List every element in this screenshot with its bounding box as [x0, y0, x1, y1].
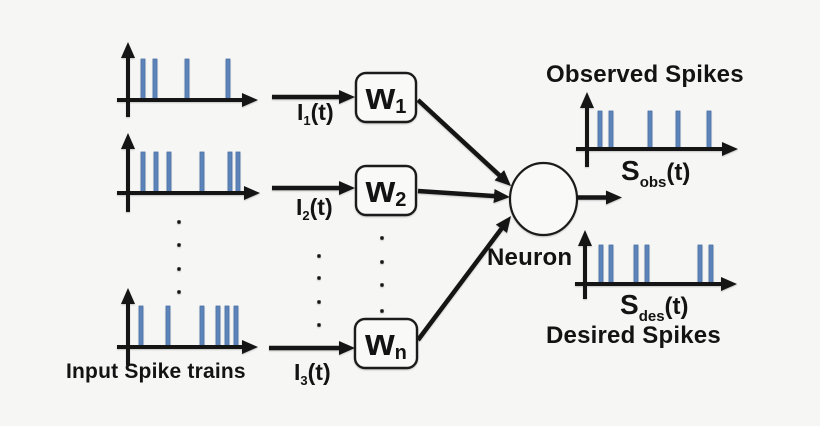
s-obs-subscript: obs	[639, 174, 667, 191]
s-des-base: S	[620, 289, 639, 320]
spike-bars-layer	[138, 58, 714, 347]
ellipsis-dot-col2	[317, 300, 321, 304]
neuron-circle	[508, 161, 579, 237]
i2-suffix: (t)	[309, 194, 333, 220]
input-train-2-spike	[199, 151, 205, 193]
w1-box	[354, 71, 418, 124]
observed-plot-axes	[576, 92, 738, 167]
i2-subscript: 2	[302, 208, 310, 223]
observed-train-spike	[706, 110, 712, 149]
input-train-3-spike	[215, 305, 221, 347]
input-plot-3-axes	[117, 288, 258, 365]
w2-box	[354, 164, 418, 217]
desired-train-spike	[697, 244, 703, 284]
ellipsis-dot-col2	[317, 254, 321, 258]
observed-train-spike	[647, 110, 653, 149]
input-train-3-spike	[138, 305, 144, 347]
observed-train-spike	[608, 110, 614, 149]
i1-subscript: 1	[303, 113, 311, 128]
i3-suffix: (t)	[307, 359, 331, 385]
ellipsis-dots-layer	[177, 220, 384, 327]
arrow-w1-to-neuron	[416, 98, 512, 187]
weight-boxes	[353, 71, 419, 370]
observed-train-spike	[597, 110, 603, 149]
observed-spikes-title: Observed Spikes	[546, 61, 744, 88]
desired-train-spike	[633, 244, 639, 284]
connector-arrows	[269, 90, 512, 355]
observed-train-spike	[675, 110, 681, 149]
s-des-label: Sdes(t)	[620, 289, 689, 325]
neuron-label: Neuron	[487, 244, 573, 271]
input-train-2-spike	[166, 151, 172, 193]
input-train-2-spike	[227, 151, 233, 193]
s-obs-label: Sobs(t)	[621, 155, 691, 191]
input-train-1-spike	[140, 58, 146, 100]
input-current-2-label: I2(t)	[296, 194, 333, 223]
ellipsis-dot-col2	[317, 276, 321, 280]
wn-subscript: n	[394, 341, 407, 364]
desired-spikes-title: Desired Spikes	[546, 322, 721, 349]
s-des-subscript: des	[638, 308, 665, 325]
arrow-wn-to-neuron	[416, 215, 512, 342]
i1-base: I	[297, 99, 304, 125]
w1-base: w	[365, 76, 396, 119]
desired-train-spike	[608, 244, 614, 284]
ellipsis-dot-col1	[177, 243, 181, 247]
i3-subscript: 3	[300, 373, 308, 388]
input-current-1-label: I1(t)	[297, 99, 334, 128]
input-train-3-spike	[199, 305, 205, 347]
input-plot-1-axes	[117, 42, 258, 117]
ellipsis-dot-col2	[317, 323, 321, 327]
input-spike-trains-title: Input Spike trains	[66, 360, 246, 383]
input-train-2-spike	[153, 151, 159, 193]
input-train-1-spike	[152, 58, 158, 100]
w1-subscript: 1	[395, 95, 407, 118]
ellipsis-dot-col3	[380, 283, 384, 287]
input-train-1-spike	[225, 58, 231, 100]
ellipsis-dot-col3	[380, 236, 384, 240]
desired-train-spike	[708, 244, 714, 284]
input-train-3-spike	[165, 305, 171, 347]
input-train-2-spike	[140, 151, 146, 193]
i3-base: I	[294, 359, 301, 385]
input-current-3-label: I3(t)	[294, 359, 331, 388]
input-train-3-spike	[224, 305, 230, 347]
desired-train-spike	[644, 244, 650, 284]
ellipsis-dot-col1	[177, 267, 181, 271]
input-train-3-spike	[233, 305, 239, 347]
wn-box	[353, 317, 419, 370]
input-train-1-spike	[184, 58, 190, 100]
arrow-w2-to-neuron	[417, 188, 510, 203]
s-obs-suffix: (t)	[666, 159, 691, 186]
i2-base: I	[296, 194, 303, 220]
desired-train-spike	[598, 244, 604, 284]
w2-subscript: 2	[395, 188, 407, 211]
ellipsis-dot-col1	[177, 290, 181, 294]
wn-base: w	[365, 322, 395, 365]
ellipsis-dot-col1	[177, 220, 181, 224]
s-des-suffix: (t)	[664, 293, 689, 320]
input-plot-2-axes	[117, 133, 260, 212]
desired-plot-axes	[575, 230, 737, 299]
w2-base: w	[365, 169, 396, 212]
input-train-2-spike	[235, 151, 241, 193]
ellipsis-dot-col3	[380, 309, 384, 313]
s-obs-base: S	[621, 155, 640, 186]
i1-suffix: (t)	[310, 99, 334, 125]
ellipsis-dot-col3	[380, 260, 384, 264]
